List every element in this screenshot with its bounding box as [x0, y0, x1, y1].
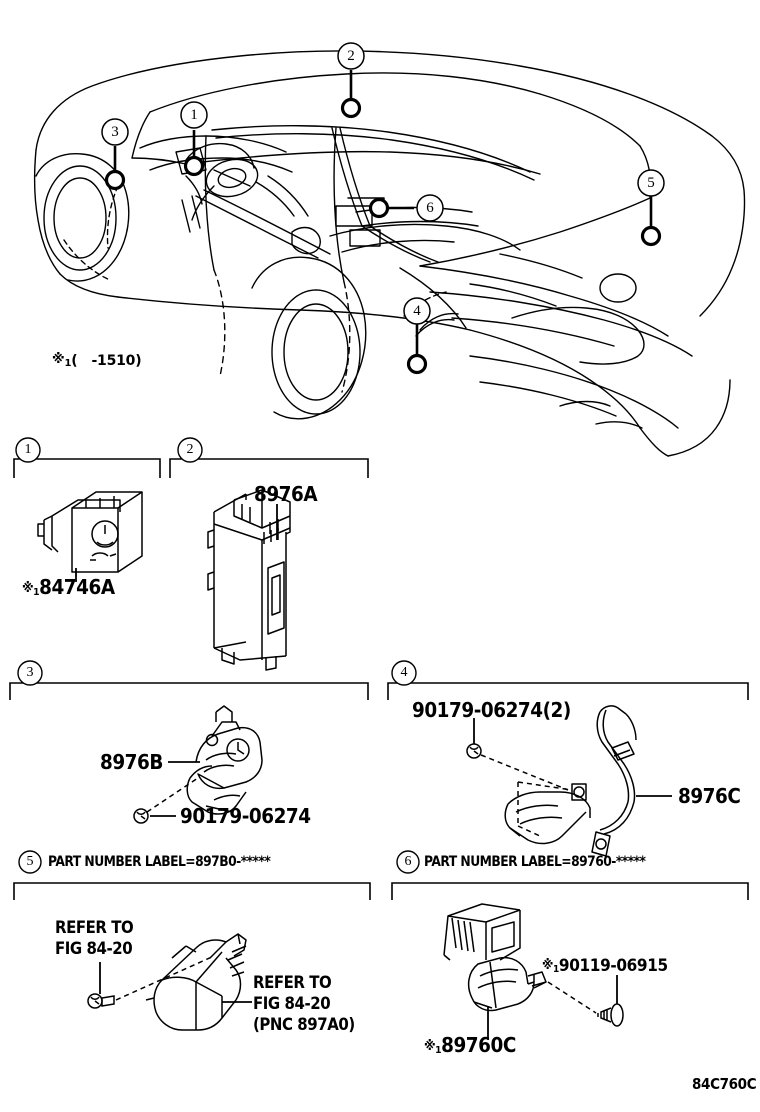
- callout-label-4: 4: [413, 303, 421, 319]
- callout-circle-2: [337, 42, 365, 70]
- refer-note-right-line1: REFER TO: [253, 973, 332, 993]
- part-number-90179-06274-2: 90179-06274(2): [412, 698, 571, 722]
- production-range-note: ※1( -1510): [52, 352, 142, 369]
- bracket-panel-5: [13, 882, 371, 900]
- star-icon-89760c: ※: [424, 1039, 436, 1054]
- part-number-8976b: 8976B: [100, 750, 163, 774]
- callout-label-5: 5: [647, 175, 655, 191]
- bracket-panel-1: [13, 458, 161, 478]
- callout-circle-5: [637, 169, 665, 197]
- panel-label-5: 5: [26, 854, 34, 869]
- bracket-panel-6: [391, 882, 749, 900]
- panel-6-header: PART NUMBER LABEL=89760-*****: [424, 854, 646, 870]
- callout-circle-1: [180, 101, 208, 129]
- refer-note-left-line2: FIG 84-20: [55, 939, 133, 959]
- panel-label-2: 2: [186, 442, 194, 457]
- star-icon-90119: ※: [542, 958, 554, 973]
- note-range-text: ( -1510): [71, 353, 142, 369]
- refer-note-right-line3: (PNC 897A0): [253, 1015, 355, 1035]
- part-number-8976c: 8976C: [678, 784, 741, 808]
- callout-dot-1: [183, 155, 205, 177]
- note-star-icon: ※: [52, 352, 65, 367]
- panel-label-3: 3: [26, 665, 34, 680]
- panel-circle-3: [17, 660, 43, 686]
- callout-label-2: 2: [347, 48, 355, 64]
- part-number-90179-06274: 90179-06274: [180, 804, 311, 828]
- bracket-panel-2: [169, 458, 369, 478]
- panel-circle-2: [177, 437, 203, 463]
- figure-code: 84C760C: [692, 1075, 757, 1093]
- callout-label-6: 6: [426, 200, 434, 216]
- refer-note-right-line2: FIG 84-20: [253, 994, 331, 1014]
- bracket-panel-4: [387, 682, 749, 700]
- part-number-8976a: 8976A: [254, 482, 318, 506]
- part-number-89760c: ※189760C: [424, 1033, 516, 1057]
- refer-note-left-line1: REFER TO: [55, 918, 134, 938]
- callout-circle-4: [403, 297, 431, 325]
- panel-label-6: 6: [404, 854, 412, 869]
- callout-label-3: 3: [111, 124, 119, 140]
- callout-dot-6: [368, 197, 390, 219]
- panel-label-4: 4: [400, 665, 408, 680]
- callout-dot-4: [406, 353, 428, 375]
- callout-label-1: 1: [190, 107, 198, 123]
- panel-5-header: PART NUMBER LABEL=897B0-*****: [48, 854, 271, 870]
- part-number-90119-06915: ※190119-06915: [542, 956, 668, 976]
- panel-circle-6: [396, 850, 420, 874]
- star-icon-84746a: ※: [22, 581, 34, 596]
- callout-circle-6: [416, 194, 444, 222]
- callout-circle-3: [101, 118, 129, 146]
- panel-circle-1: [15, 437, 41, 463]
- callout-dot-2: [340, 97, 362, 119]
- part-number-84746a: ※184746A: [22, 575, 115, 599]
- callout-dot-3: [104, 169, 126, 191]
- callout-dot-5: [640, 225, 662, 247]
- panel-label-1: 1: [24, 442, 32, 457]
- panel-circle-4: [391, 660, 417, 686]
- bracket-panel-3: [9, 682, 369, 700]
- panel-circle-5: [18, 850, 42, 874]
